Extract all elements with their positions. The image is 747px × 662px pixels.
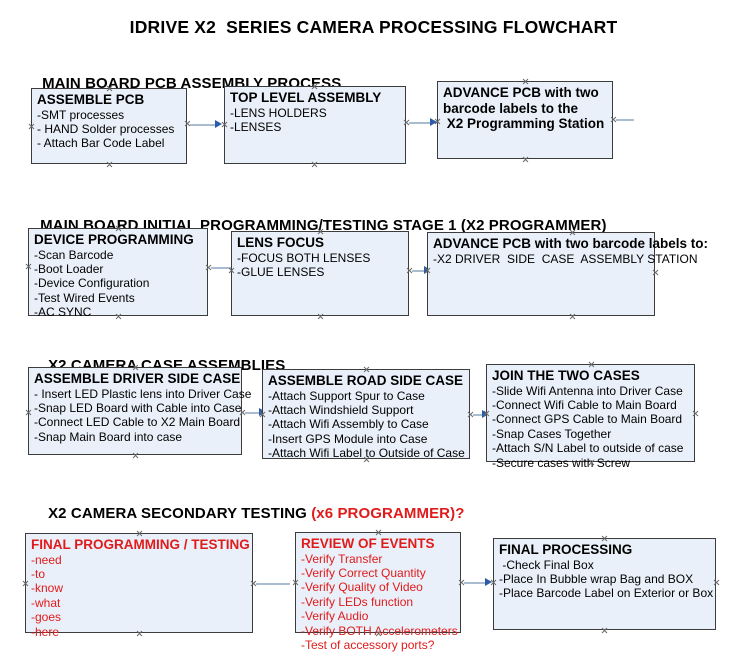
node-line: -LENS HOLDERS <box>230 105 327 120</box>
node-line: -Test Wired Events <box>34 290 135 305</box>
node-line: -Verify Correct Quantity <box>301 565 426 580</box>
node-line: -Verify Quality of Video <box>301 580 423 595</box>
section-heading-accent: (x6 PROGRAMMER)? <box>311 505 465 522</box>
node-line: -Place In Bubble wrap Bag and BOX <box>499 571 694 586</box>
connector-device-programming-to-lens-focus <box>211 267 235 269</box>
node-title: ASSEMBLE ROAD SIDE CASE <box>268 373 464 388</box>
node-join-the-two-cases[interactable]: JOIN THE TWO CASES -Slide Wifi Antenna i… <box>486 364 695 470</box>
arrowhead-icon <box>482 410 489 418</box>
page-title: IDRIVE X2 SERIES CAMERA PROCESSING FLOWC… <box>129 17 618 37</box>
connector-review-of-events-to-final-processing <box>464 582 488 584</box>
node-title: LENS FOCUS <box>237 235 325 250</box>
node-line: -goes <box>31 610 62 625</box>
node-line: -Attach Wifi Label to Outside of Case <box>268 446 465 461</box>
node-advance-pcb-x2-programming-station[interactable]: ADVANCE PCB with two barcode labels to t… <box>437 81 613 159</box>
node-title: REVIEW OF EVENTS <box>301 536 435 551</box>
section-heading-text: X2 CAMERA SECONDARY TESTING <box>48 505 312 522</box>
node-line: -Verify BOTH Accelerometers <box>301 623 458 638</box>
node-assemble-pcb[interactable]: ASSEMBLE PCB -SMT processes - HAND Solde… <box>31 88 187 164</box>
node-line: -X2 DRIVER SIDE CASE ASSEMBLY STATION <box>433 251 698 266</box>
node-line: -Slide Wifi Antenna into Driver Case <box>492 383 683 398</box>
node-line: -Attach Support Spur to Case <box>268 388 425 403</box>
connector-lens-focus-to-advance-pcb <box>412 270 428 272</box>
node-line: -Attach Wifi Assembly to Case <box>268 417 429 432</box>
node-title: ASSEMBLE PCB <box>37 92 145 107</box>
node-line: -Attach S/N Label to outside of case <box>492 441 684 456</box>
connector-stub <box>616 119 634 121</box>
node-line: -Snap LED Board with Cable into Case <box>34 400 242 415</box>
node-title: ASSEMBLE DRIVER SIDE CASE <box>34 371 241 386</box>
node-line: -to <box>31 566 46 581</box>
node-assemble-driver-side-case[interactable]: ASSEMBLE DRIVER SIDE CASE - Insert LED P… <box>28 367 252 455</box>
section-heading-x2-camera-secondary-testing: X2 CAMERA SECONDARY TESTING (x6 PROGRAMM… <box>31 488 464 539</box>
node-line: -Check Final Box <box>499 557 594 572</box>
node-line: -Connect LED Cable to X2 Main Board <box>34 415 241 430</box>
node-final-processing[interactable]: FINAL PROCESSING -Check Final Box -Place… <box>493 538 716 630</box>
node-line: barcode labels to the <box>443 100 579 116</box>
connector-assemble-pcb-to-top-level <box>190 124 218 126</box>
node-line: -FOCUS BOTH LENSES <box>237 250 371 265</box>
node-line: -Insert GPS Module into Case <box>268 431 428 446</box>
node-device-programming[interactable]: DEVICE PROGRAMMING -Scan Barcode -Boot L… <box>28 228 208 320</box>
node-line: - Attach Bar Code Label <box>37 136 165 151</box>
node-line: -what <box>31 595 61 610</box>
node-line: -Scan Barcode <box>34 247 114 262</box>
node-title: JOIN THE TWO CASES <box>492 368 640 383</box>
arrowhead-icon <box>430 118 437 126</box>
node-line: -Verify Audio <box>301 609 369 624</box>
node-advance-pcb-driver-side-case[interactable]: ADVANCE PCB with two barcode labels to: … <box>427 232 709 316</box>
node-line: X2 Programming Station <box>443 116 605 131</box>
node-line: -Place Barcode Label on Exterior or Box <box>499 586 714 601</box>
node-line: -Snap Cases Together <box>492 426 612 441</box>
node-line: -Secure cases with Screw <box>492 455 631 470</box>
node-line: -Boot Loader <box>34 261 104 276</box>
node-line: - Insert LED Plastic lens into Driver Ca… <box>34 386 252 401</box>
node-title: DEVICE PROGRAMMING <box>34 232 194 247</box>
arrowhead-icon <box>485 578 492 586</box>
node-line: -Attach Windshield Support <box>268 402 414 417</box>
node-line: -here <box>31 624 60 639</box>
node-line: -Verify Transfer <box>301 551 383 566</box>
node-line-overflow: -Test of accessory ports? <box>301 637 435 652</box>
node-line: -Device Configuration <box>34 276 150 291</box>
node-lens-focus[interactable]: LENS FOCUS -FOCUS BOTH LENSES -GLUE LENS… <box>231 231 409 316</box>
node-line: -AC SYNC <box>34 305 92 320</box>
node-title: ADVANCE PCB with two barcode labels to: <box>433 236 709 251</box>
connector-top-level-to-advance-pcb <box>409 122 433 124</box>
node-line: -know <box>31 581 64 596</box>
node-review-of-events[interactable]: REVIEW OF EVENTS -Verify Transfer -Verif… <box>295 532 461 652</box>
node-line: -need <box>31 552 62 567</box>
node-title: FINAL PROGRAMMING / TESTING <box>31 537 250 552</box>
node-title: ADVANCE PCB with two <box>443 85 599 100</box>
connector-road-case-to-join-cases <box>473 414 487 416</box>
node-top-level-assembly[interactable]: TOP LEVEL ASSEMBLY -LENS HOLDERS -LENSES <box>224 86 406 164</box>
connector-driver-case-to-road-case <box>245 412 263 414</box>
node-final-programming-testing[interactable]: FINAL PROGRAMMING / TESTING -need -to -k… <box>25 533 253 639</box>
node-line: -LENSES <box>230 119 282 134</box>
node-line: -Snap Main Board into case <box>34 429 183 444</box>
node-title: TOP LEVEL ASSEMBLY <box>230 90 382 105</box>
node-line: -Connect Wifi Cable to Main Board <box>492 397 677 412</box>
node-assemble-road-side-case[interactable]: ASSEMBLE ROAD SIDE CASE -Attach Support … <box>262 369 470 461</box>
node-line: -Connect GPS Cable to Main Board <box>492 412 683 427</box>
node-line: - HAND Solder processes <box>37 121 175 136</box>
arrowhead-icon <box>215 120 222 128</box>
node-line: -Verify LEDs function <box>301 594 414 609</box>
node-title: FINAL PROCESSING <box>499 542 633 557</box>
node-line: -SMT processes <box>37 107 125 122</box>
node-line: -GLUE LENSES <box>237 264 325 279</box>
connector-stub <box>256 583 290 585</box>
